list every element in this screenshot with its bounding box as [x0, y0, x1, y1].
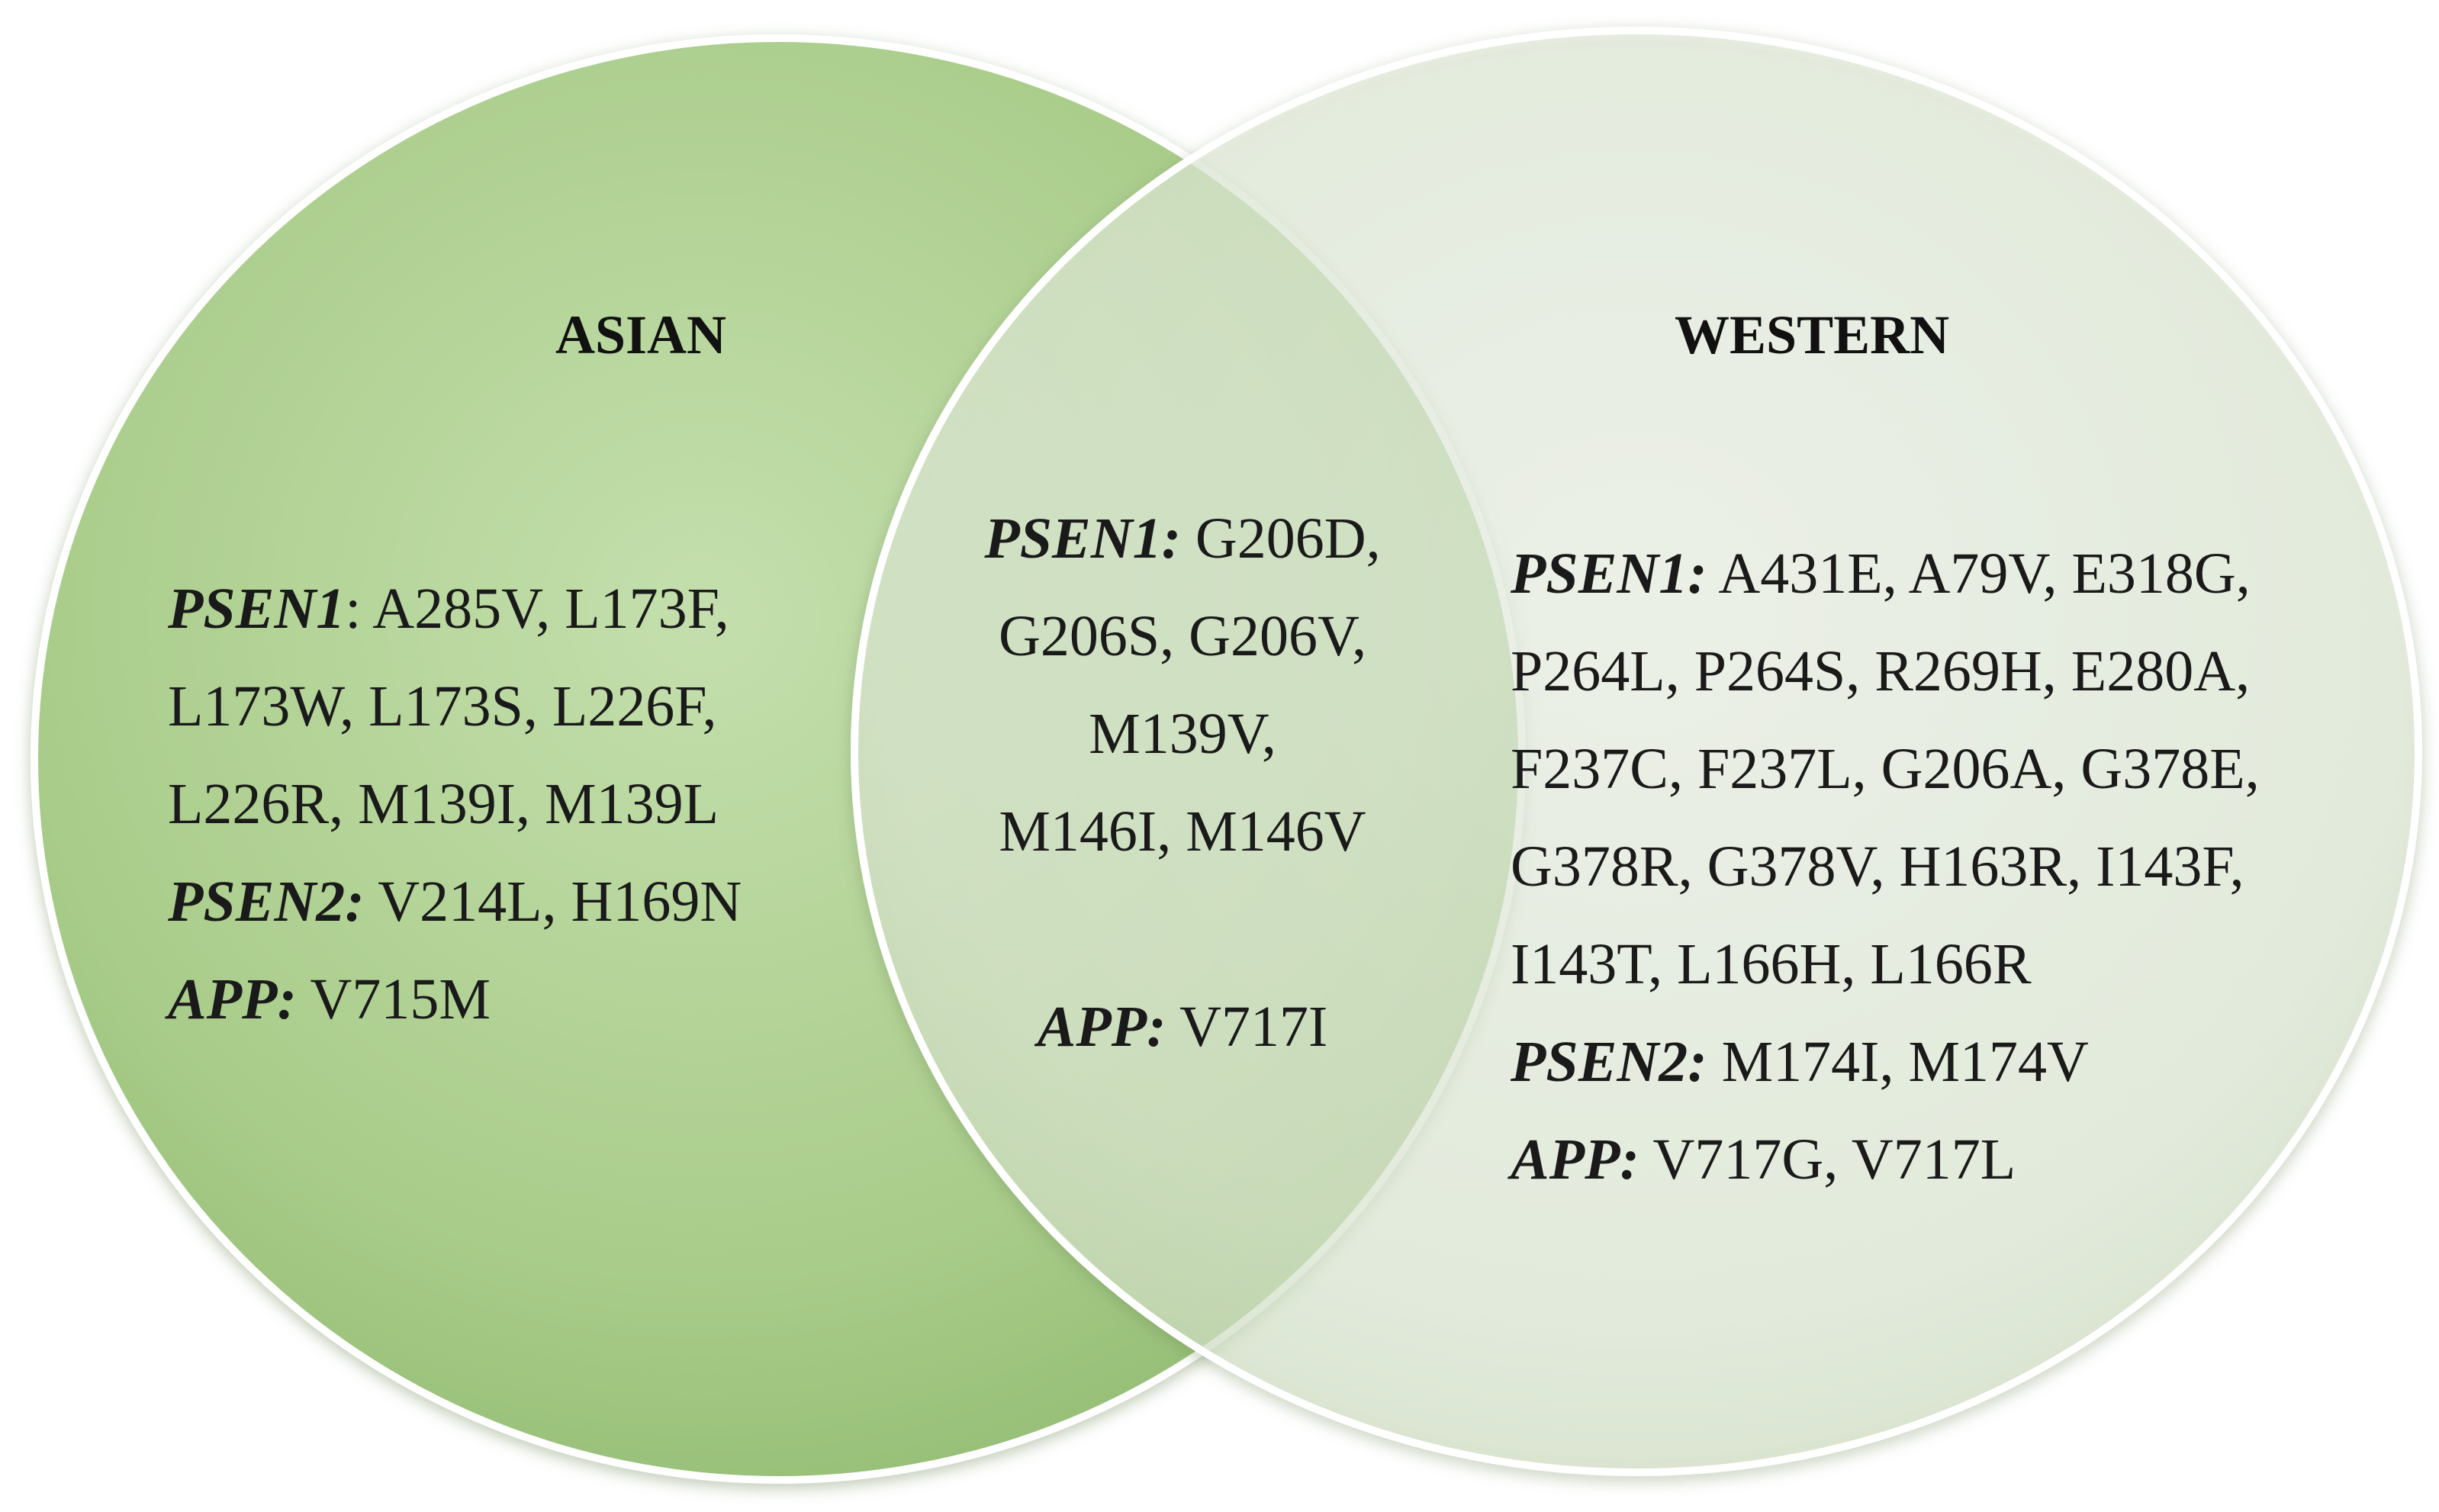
asian-mutation-list: PSEN1: A285V, L173F, L173W, L173S, L226F… — [168, 560, 742, 1048]
western-title: WESTERN — [1675, 304, 1950, 365]
western-psen2-values: M174I, M174V — [1721, 1030, 2089, 1094]
asian-psen1-values-1: A285V, L173F, — [372, 577, 729, 641]
asian-psen1-line2: L173W, L173S, L226F, — [168, 674, 717, 738]
asian-title: ASIAN — [555, 304, 727, 365]
shared-psen1-values-1: G206D, — [1195, 507, 1381, 571]
asian-psen1-line1: PSEN1: A285V, L173F, — [168, 560, 742, 658]
western-psen1-line2: P264L, P264S, R269H, E280A, — [1511, 639, 2251, 703]
asian-psen1-label: PSEN1 — [168, 577, 346, 641]
shared-mutation-list: PSEN1: G206D, G206S, G206V, M139V, M146I… — [961, 490, 1404, 1076]
asian-app-label: APP: — [168, 967, 297, 1031]
asian-psen1-sep: : — [345, 577, 362, 641]
asian-app-values: V715M — [310, 967, 491, 1031]
asian-psen1-line3: L226R, M139I, M139L — [168, 772, 719, 836]
western-circle — [851, 27, 2422, 1476]
shared-spacer — [961, 880, 1404, 978]
western-psen1-line3: F237C, F237L, G206A, G378E, — [1511, 737, 2260, 801]
asian-psen2-label: PSEN2: — [168, 870, 365, 934]
asian-psen2-values: V214L, H169N — [378, 870, 742, 934]
western-psen1-line5: I143T, L166H, L166R — [1511, 932, 2032, 996]
shared-app-label: APP: — [1037, 995, 1166, 1059]
shared-app-line: APP: V717I — [961, 978, 1404, 1076]
western-mutation-list: PSEN1: A431E, A79V, E318G, P264L, P264S,… — [1511, 525, 2260, 1208]
western-psen1-line1: PSEN1: A431E, A79V, E318G, — [1511, 525, 2260, 622]
shared-app-values: V717I — [1179, 995, 1328, 1059]
western-psen1-label: PSEN1: — [1511, 542, 1707, 606]
asian-app-line: APP: V715M — [168, 951, 742, 1048]
western-psen1-line4: G378R, G378V, H163R, I143F, — [1511, 835, 2244, 899]
shared-psen1-line2: G206S, G206V, — [998, 604, 1367, 668]
asian-psen2-line: PSEN2: V214L, H169N — [168, 853, 742, 951]
shared-psen1-line4: M146I, M146V — [999, 799, 1366, 864]
western-psen2-line: PSEN2: M174I, M174V — [1511, 1013, 2260, 1111]
shared-psen1-line1: PSEN1: G206D, — [961, 490, 1404, 587]
western-app-label: APP: — [1511, 1128, 1639, 1192]
shared-psen1-label: PSEN1: — [984, 507, 1181, 571]
western-psen2-label: PSEN2: — [1511, 1030, 1707, 1094]
western-app-line: APP: V717G, V717L — [1511, 1111, 2260, 1208]
shared-psen1-line3: M139V, — [1089, 702, 1276, 766]
western-psen1-values-1: A431E, A79V, E318G, — [1718, 542, 2251, 606]
western-app-values: V717G, V717L — [1652, 1128, 2016, 1192]
